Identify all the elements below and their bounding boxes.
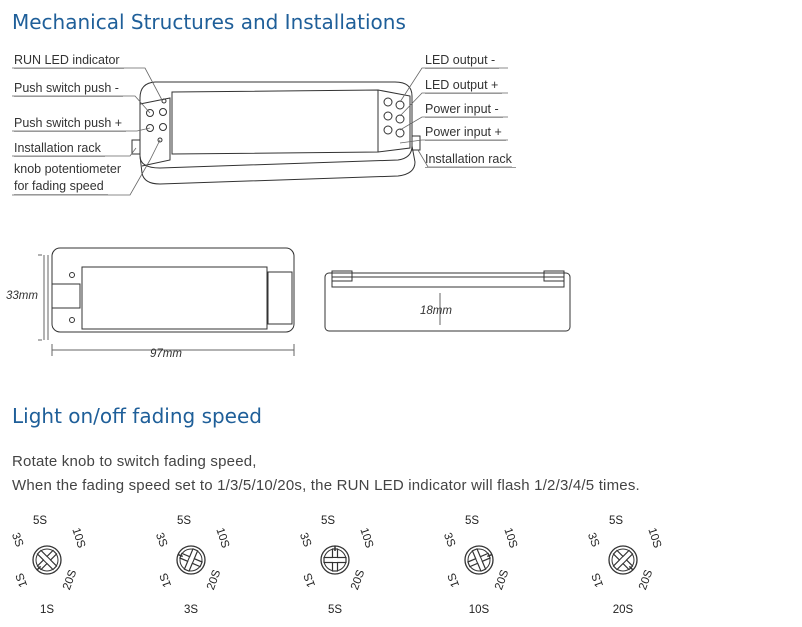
section-title-mechanical: Mechanical Structures and Installations — [12, 10, 406, 34]
label-led-out-plus: LED output + — [425, 78, 503, 94]
label-install-rack-right: Installation rack — [425, 152, 516, 168]
knob-dial-icon — [464, 545, 494, 575]
side-view-drawing — [324, 270, 571, 332]
label-power-plus: Power input + — [425, 125, 506, 141]
label-knob-2: for fading speed — [14, 179, 108, 195]
label-knob: knob potentiometer — [14, 162, 122, 176]
front-view-drawing — [38, 247, 295, 356]
label-power-minus: Power input - — [425, 102, 503, 118]
label-install-rack-left: Installation rack — [14, 141, 105, 157]
knob-dial-icon — [608, 545, 638, 575]
description-line-1: Rotate knob to switch fading speed, — [12, 453, 257, 470]
section-title-fading: Light on/off fading speed — [12, 404, 262, 428]
knob-caption: 5S — [327, 604, 343, 616]
label-led-out-minus: LED output - — [425, 53, 500, 69]
dim-depth: 18mm — [420, 305, 452, 317]
knob-mark-top: 5S — [465, 515, 480, 527]
knob-caption: 1S — [39, 604, 55, 616]
dim-length: 97mm — [150, 348, 182, 360]
knob-mark-top: 5S — [177, 515, 192, 527]
knob-mark-top: 5S — [33, 515, 48, 527]
label-run-led: RUN LED indicator — [14, 53, 124, 69]
description-line-2: When the fading speed set to 1/3/5/10/20… — [12, 477, 640, 494]
knob-mark-top: 5S — [609, 515, 624, 527]
knob-caption: 3S — [183, 604, 199, 616]
knob-caption: 20S — [612, 604, 634, 616]
knob-mark-top: 5S — [321, 515, 336, 527]
label-push-plus: Push switch push + — [14, 116, 127, 132]
leader-lines — [12, 67, 512, 196]
controller-isometric-drawing — [131, 81, 421, 185]
knob-dial-icon — [176, 545, 206, 575]
knob-dial-icon — [320, 545, 350, 575]
dim-height: 33mm — [6, 290, 38, 302]
knob-caption: 10S — [468, 604, 490, 616]
label-push-minus: Push switch push - — [14, 81, 123, 97]
knob-dial-icon — [32, 545, 62, 575]
